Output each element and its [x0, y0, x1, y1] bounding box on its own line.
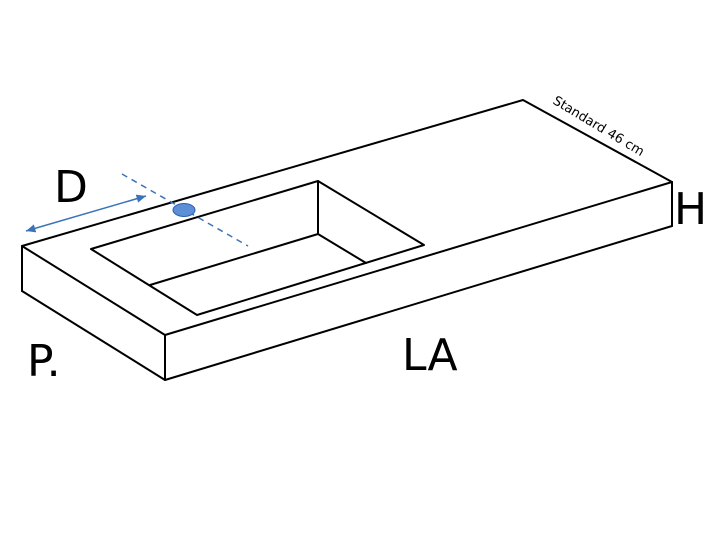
standard-depth-label: Standard 46 cm: [550, 94, 647, 160]
height-label: H: [674, 184, 707, 235]
depth-offset-arrow: [25, 194, 147, 233]
countertop-slab: [21, 99, 673, 381]
width-label: LA: [402, 330, 458, 381]
slab-top-back-edges: [21, 99, 673, 247]
depth-label: P.: [27, 336, 61, 387]
basin-floor-edges: [149, 233, 367, 286]
slab-top-front-edges: [21, 181, 673, 336]
basin-rim: [90, 180, 425, 316]
drain-axis-dashed-line: [121, 173, 249, 247]
drain-hole-icon: [172, 203, 196, 217]
slab-bottom-edges: [21, 225, 673, 381]
depth-offset-label: D: [54, 162, 88, 213]
sink-basin: [90, 180, 425, 316]
